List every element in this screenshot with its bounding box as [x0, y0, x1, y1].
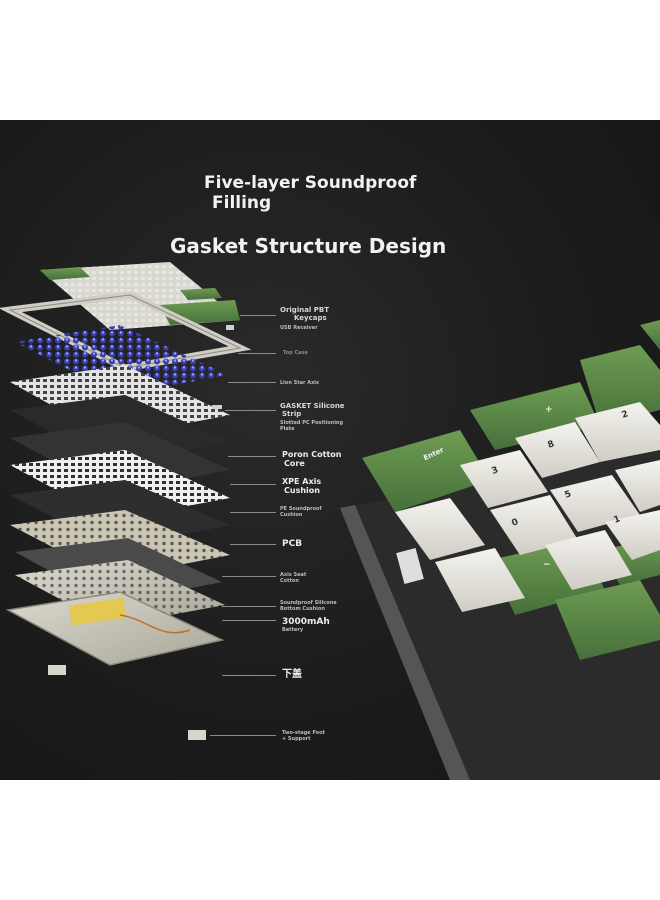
label-top-case: Top Case [283, 350, 308, 356]
keycap-legend-plus: + [545, 405, 553, 415]
foot-part-2 [188, 730, 206, 740]
product-image-panel: Five-layer Soundproof Filling Gasket Str… [0, 120, 660, 780]
exploded-keyboard-illustration [0, 262, 660, 780]
headline-line-1: Five-layer Soundproof [204, 173, 417, 193]
layer-switches [15, 325, 228, 395]
closeup-keyboard [340, 320, 660, 780]
headline-subtitle: Gasket Structure Design [170, 234, 447, 258]
keycap-legend-minus: − [543, 560, 551, 570]
layer-bottom-case [5, 591, 225, 666]
headline-line-2: Filling [212, 193, 272, 213]
foot-part-1 [48, 665, 66, 675]
label-bottom-case: 下盖 [282, 669, 302, 680]
label-feet: Two-stage Foot+ Support [282, 730, 325, 742]
usb-receiver-part [226, 325, 234, 330]
label-pcb: PCB [282, 539, 303, 549]
label-switches: Lion Star Axis [280, 380, 319, 386]
label-usb-receiver: USB Receiver [280, 325, 318, 331]
